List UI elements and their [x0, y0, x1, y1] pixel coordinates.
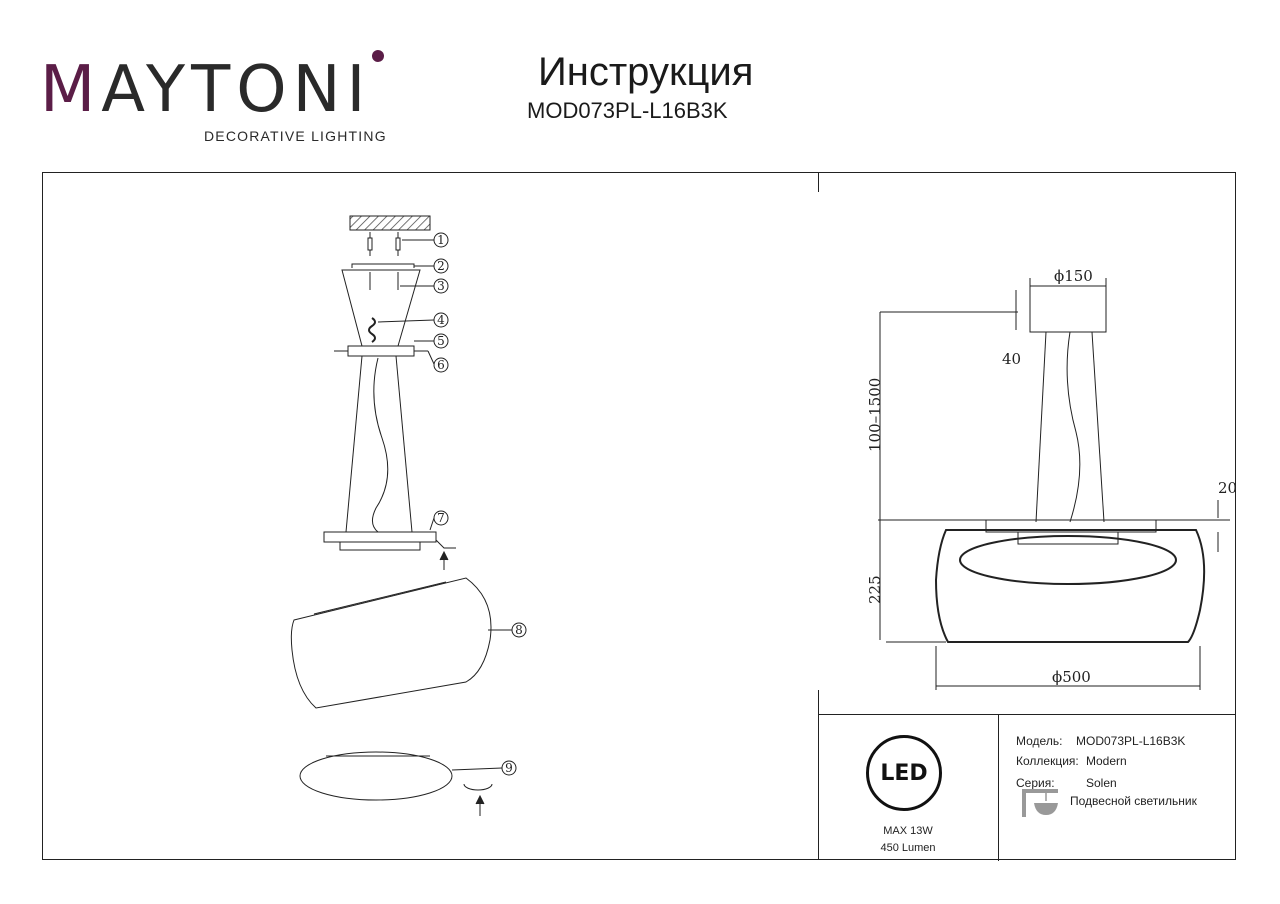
series-label: Серия: [1016, 776, 1055, 790]
dim-shade-diameter: ϕ500 [1052, 668, 1091, 686]
divider-bottom [818, 690, 819, 860]
dim-cable-length: 100–1500 [866, 378, 884, 452]
lumen-rating: 450 Lumen [880, 842, 936, 854]
callout-6: 6 [437, 358, 445, 372]
series-value: Solen [1086, 776, 1117, 790]
brand-initial: M [40, 53, 102, 127]
callout-3: 3 [437, 279, 445, 293]
page-title: Инструкция [538, 50, 754, 94]
brand-subtitle: DECORATIVE LIGHTING [204, 128, 387, 144]
collection-label: Коллекция: [1016, 754, 1079, 768]
assembled-view [878, 278, 1230, 690]
model-value: MOD073PL-L16B3K [1076, 734, 1186, 748]
spec-collection: Коллекция: Modern [1016, 754, 1127, 768]
spec-model: Модель: MOD073PL-L16B3K [1016, 734, 1185, 748]
callout-7: 7 [437, 511, 445, 525]
divider-top [818, 172, 819, 192]
spec-separator [998, 715, 999, 861]
callout-2: 2 [437, 259, 445, 273]
callout-5: 5 [437, 334, 445, 348]
dim-canopy-diameter: ϕ150 [1054, 267, 1093, 285]
callout-4: 4 [437, 313, 445, 327]
model-code: MOD073PL-L16B3K [527, 98, 728, 123]
led-badge-icon: LED [866, 735, 942, 811]
power-rating: MAX 13W [883, 825, 933, 837]
dim-shade-height: 225 [866, 575, 884, 604]
drawing-frame [42, 172, 1236, 860]
dim-canopy-height: 40 [1002, 350, 1021, 368]
pendant-lamp-icon [1022, 789, 1058, 817]
callout-8: 8 [515, 623, 523, 637]
callout-1: 1 [437, 233, 445, 247]
callout-numbers: 1 2 3 4 5 6 7 8 9 [433, 232, 527, 776]
collection-value: Modern [1086, 754, 1127, 768]
model-label: Модель: [1016, 734, 1063, 748]
spec-series: Серия: Solen [1016, 776, 1117, 790]
callout-9: 9 [505, 761, 513, 775]
brand-name: MAYTONI [40, 53, 372, 127]
logo-dot-icon [372, 50, 384, 62]
brand-logo: MAYTONI DECORATIVE LIGHTING [40, 50, 400, 150]
dim-gap: 20 [1218, 479, 1237, 497]
ceiling-hatch [349, 215, 431, 231]
product-type: Подвесной светильник [1070, 794, 1197, 808]
spec-box: LED MAX 13W 450 Lumen Модель: MOD073PL-L… [818, 714, 1236, 861]
